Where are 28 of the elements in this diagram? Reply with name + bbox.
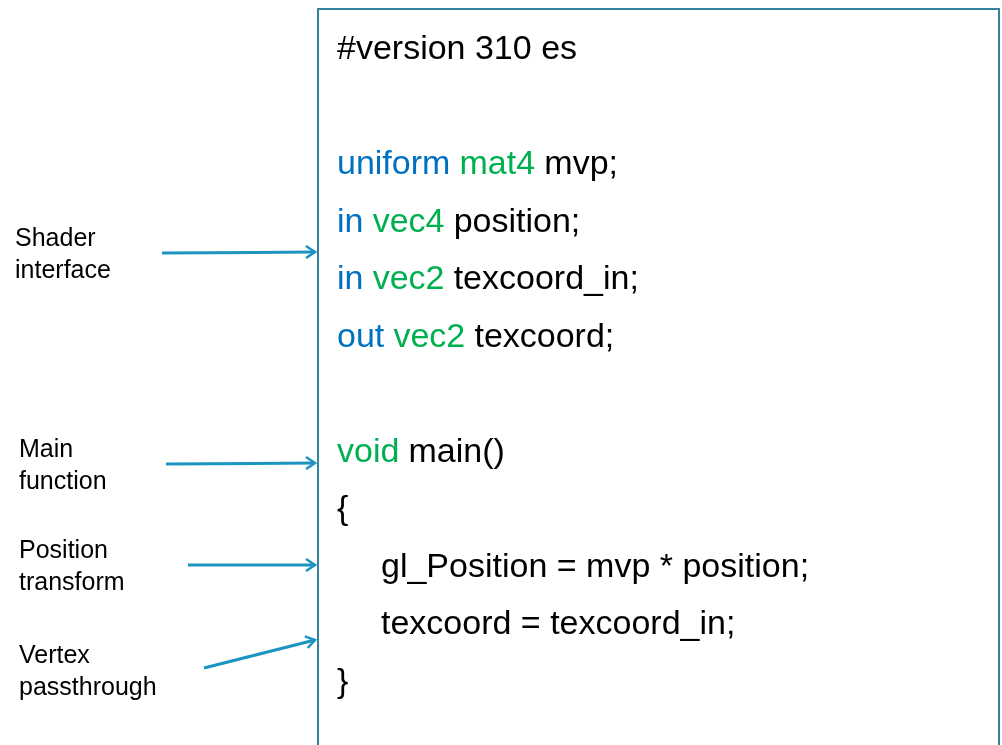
code-keyword: in [337,199,364,240]
arrow [188,557,317,573]
code-text: texcoord_in; [453,257,639,297]
code-text: #version 310 es [337,27,578,67]
code-keyword: in [337,257,364,297]
annotation-label: Position transform [19,534,126,597]
code-type: vec2 [393,314,466,355]
code-text: main() [408,429,505,470]
arrow [203,635,317,670]
code-type: mat4 [459,142,536,182]
code-box [317,8,1000,745]
code-type: vec4 [372,199,445,240]
code-type: vec2 [372,257,445,297]
code-text: gl_Position = mvp * position; [381,544,810,585]
code-keyword: uniform [337,142,451,182]
code-type: void [337,429,400,470]
code-text: texcoord = texcoord_in; [381,602,736,642]
code-text: position; [453,199,581,240]
annotation-label: Vertex passthrough [19,639,158,702]
code-text: mvp; [544,142,618,182]
annotation-label: Main function [19,433,108,496]
code-text: { [337,487,349,527]
code-text: texcoord; [474,314,615,355]
code-text: } [337,659,349,700]
arrow [166,455,317,471]
annotation-label: Shader interface [15,222,112,285]
code-keyword: out [337,314,385,355]
arrow [162,244,317,260]
